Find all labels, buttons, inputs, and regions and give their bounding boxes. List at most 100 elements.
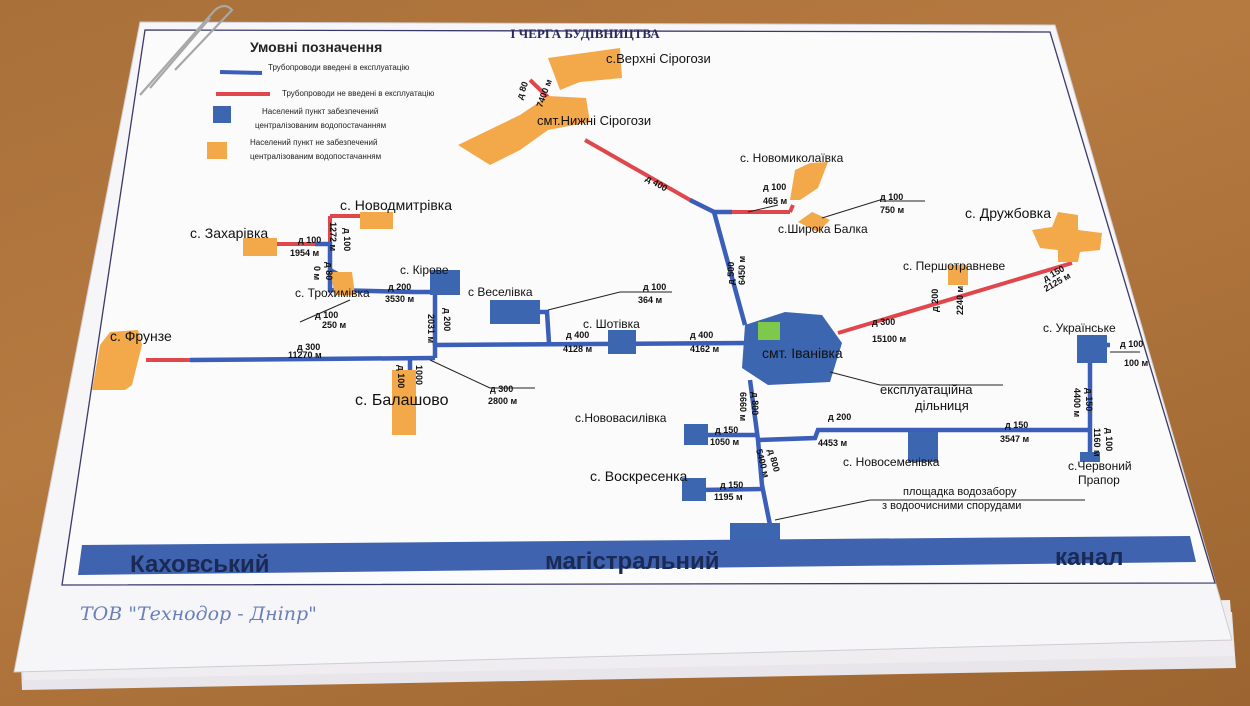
label-shyroka-balka: с.Широка Балка	[778, 222, 868, 236]
pipe-per-diameter: д 200	[930, 289, 940, 312]
settlement-trokhymivka	[330, 272, 355, 295]
settlement-novomykolaivka	[790, 162, 828, 200]
settlement-kirove	[430, 270, 460, 295]
legend-served-label-1: Населений пункт забезпечений	[262, 107, 378, 116]
label-shotivka: с. Шотівка	[583, 317, 640, 331]
settlement-voskresenka	[682, 478, 706, 501]
legend-unserved-label-2: централізованим водопостачанням	[250, 152, 381, 161]
pipe-kirv-diameter: д 200	[442, 308, 452, 331]
pipe-bala-diameter: д 300	[490, 384, 513, 394]
pipe-nd-diameter: д 100	[342, 228, 352, 251]
canal-label-1: Каховський	[130, 551, 269, 578]
pipe-ivn-length: 6450 м	[737, 255, 747, 285]
label-verkhni-sirohozy: с.Верхні Сірогози	[606, 51, 711, 66]
label-ukrainske: с. Українське	[1043, 321, 1116, 335]
callout-lines	[299, 199, 1140, 521]
label-novodmytrivka: с. Новодмитрівка	[340, 197, 452, 213]
label-balashovo: с. Балашово	[355, 392, 449, 409]
settlement-druzhbovka	[1032, 212, 1102, 262]
label-zakharivka: с. Захарівка	[190, 225, 268, 241]
settlement-novovasylivka	[684, 424, 708, 445]
pipe-vo-diameter: д 150	[720, 480, 743, 490]
label-pershotravneve: с. Першотравневе	[903, 259, 1005, 273]
paper-clip-icon	[139, 4, 234, 96]
operation-site-marker	[758, 322, 780, 340]
legend-active-pipe-label: Трубопроводи введені в експлуатацію	[268, 63, 409, 72]
settlement-novodmytrivka	[360, 212, 393, 229]
settlement-ukrainske	[1077, 335, 1107, 363]
label-novovasylivka: с.Нововасилівка	[575, 411, 667, 425]
pipe-ukv-diameter: д 150	[1084, 388, 1094, 411]
label-frunze: с. Фрунзе	[110, 328, 172, 344]
label-kirove: с. Кірове	[400, 263, 449, 277]
label-druzhbovka: с. Дружбовка	[965, 205, 1051, 221]
pipe-chp-length: 1160 м	[1092, 428, 1102, 457]
pipe-chp-diameter: д 100	[1104, 428, 1114, 451]
label-chervonyi-prapor-1: с.Червоний	[1068, 459, 1132, 473]
settlement-chervonyi-prapor	[1080, 452, 1100, 462]
pipe-nd-length: 1272 м	[328, 222, 338, 252]
pipe-pt-length: 15100 м	[872, 334, 907, 344]
canal-label-3: канал	[1055, 544, 1123, 571]
water-intake-label-2: з водоочисними спорудами	[882, 500, 1021, 512]
pipe-troh-diameter: д 100	[315, 310, 338, 320]
pipe-ivw-diameter: д 400	[690, 330, 713, 340]
handwritten-company-note: ТОВ "Технодор - Дніпр"	[80, 603, 317, 625]
water-intake-label-1: площадка водозабору	[903, 486, 1017, 498]
pipe-nm-length: 465 м	[763, 196, 788, 206]
pipe-sv2-diameter: д 150	[1005, 420, 1028, 430]
pipe-vo-length: 1195 м	[714, 492, 743, 502]
legend-unserved-swatch	[207, 142, 227, 159]
legend-unserved-label-1: Населений пункт не забезпечений	[250, 138, 377, 147]
unserved-settlements	[92, 48, 1102, 435]
pipe-ivs1-length: 6660 м	[738, 392, 748, 422]
pipe-ivw-length: 4162 м	[690, 344, 720, 354]
pipe-ivn-diameter: д 500	[726, 262, 736, 285]
label-novomykolaivka: с. Новомиколаївка	[740, 151, 844, 165]
pipe-ves-diameter: д 100	[643, 282, 666, 292]
label-trokhymivka: с. Трохимівка	[295, 286, 370, 300]
kakhovka-canal: Каховський магістральний канал	[78, 536, 1196, 578]
settlement-veselivka	[490, 300, 540, 324]
legend-served-label-2: централізованим водопостачанням	[255, 121, 386, 130]
pipe-ukv-length: 4400 м	[1072, 388, 1082, 418]
legend-title: Умовні позначення	[250, 39, 382, 55]
label-novosemenivka: с. Новосеменівка	[843, 455, 940, 469]
operation-site-label-2: дільниця	[915, 398, 969, 413]
pipe-tr-length: 0 м	[312, 266, 322, 281]
map-title-partial: I ЧЕРГА БУДІВНИЦТВА	[510, 26, 660, 41]
settlement-nyzhni-sirohozy	[458, 96, 590, 165]
pipe-sb-diameter: д 100	[880, 192, 903, 202]
settlement-verkhni-sirohozy	[548, 48, 622, 90]
pipe-nv-diameter: д 150	[715, 425, 738, 435]
settlement-shyroka-balka	[798, 212, 830, 232]
pipe-bala-length: 2800 м	[488, 396, 518, 406]
pipe-fr-diameter: д 300	[297, 342, 320, 352]
pipe-troh-length: 250 м	[322, 320, 347, 330]
pipe-za-length: 1954 м	[290, 248, 320, 258]
pipe-per-length: 2240 м	[955, 285, 965, 315]
legend: Умовні позначення Трубопроводи введені в…	[207, 39, 434, 161]
label-veselivka: с Веселівка	[468, 285, 533, 299]
pipe-sb-length: 750 м	[880, 205, 905, 215]
pipe-tr-diameter: д 80	[324, 262, 334, 280]
label-voskresenka: с. Воскресенка	[590, 468, 688, 484]
pipe-za-diameter: д 100	[298, 235, 321, 245]
pipe-ves-length: 364 м	[638, 295, 663, 305]
settlement-zakharivka	[243, 238, 277, 256]
pipe-kir-diameter: д 200	[388, 282, 411, 292]
pipe-sv-length: 4453 м	[818, 438, 848, 448]
pipe-kirv-length: 2031 м	[426, 314, 436, 344]
operation-site-label-1: експлуатаційна	[880, 382, 973, 397]
label-nyzhni-sirohozy: смт.Нижні Сірогози	[537, 113, 651, 128]
pipe-sho-length: 4128 м	[563, 344, 593, 354]
pipe-ivs1-diameter: д 800	[750, 392, 760, 415]
inactive-pipelines	[146, 78, 1073, 362]
legend-inactive-pipe-label: Трубопроводи не введені в експлуатацію	[282, 89, 434, 98]
pipe-bal-length: 1000	[414, 365, 424, 385]
settlement-pershotravneve	[948, 265, 968, 285]
label-chervonyi-prapor-2: Прапор	[1078, 473, 1120, 487]
pipe-uk-length: 100 м	[1124, 358, 1149, 368]
pipe-nm-diameter: д 100	[763, 182, 786, 192]
pipe-nv-length: 1050 м	[710, 437, 740, 447]
